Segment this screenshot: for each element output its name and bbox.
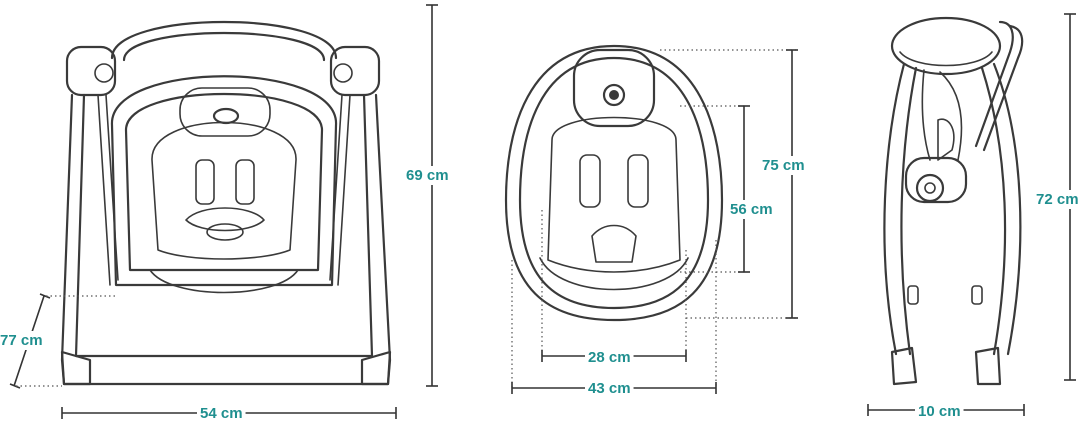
label-backing bbox=[403, 166, 452, 185]
front-height-label: 69 cm bbox=[406, 167, 449, 184]
front-width-label: 54 cm bbox=[200, 405, 243, 421]
seat-inner-height-label: 56 cm bbox=[730, 201, 773, 218]
seat-outer-width-label: 43 cm bbox=[588, 380, 631, 397]
seat-view-bouncer bbox=[504, 44, 724, 322]
side-view-folded bbox=[883, 16, 1024, 386]
seat-inner-width-label: 28 cm bbox=[588, 349, 631, 366]
label-backing bbox=[585, 379, 634, 398]
side-depth-label: 10 cm bbox=[918, 403, 961, 420]
seat-outer-height-label: 75 cm bbox=[762, 157, 805, 174]
side-height-label: 72 cm bbox=[1036, 191, 1079, 208]
label-backing bbox=[585, 348, 634, 367]
label-backing bbox=[197, 404, 246, 421]
front-side-label: 77 cm bbox=[0, 332, 43, 349]
label-backing bbox=[759, 156, 808, 175]
label-backing bbox=[727, 200, 776, 219]
label-backing bbox=[0, 331, 46, 350]
front-view-swing bbox=[60, 20, 392, 386]
label-backing bbox=[1033, 190, 1082, 209]
label-backing bbox=[915, 402, 964, 421]
side-view-dimensions bbox=[867, 13, 1076, 416]
